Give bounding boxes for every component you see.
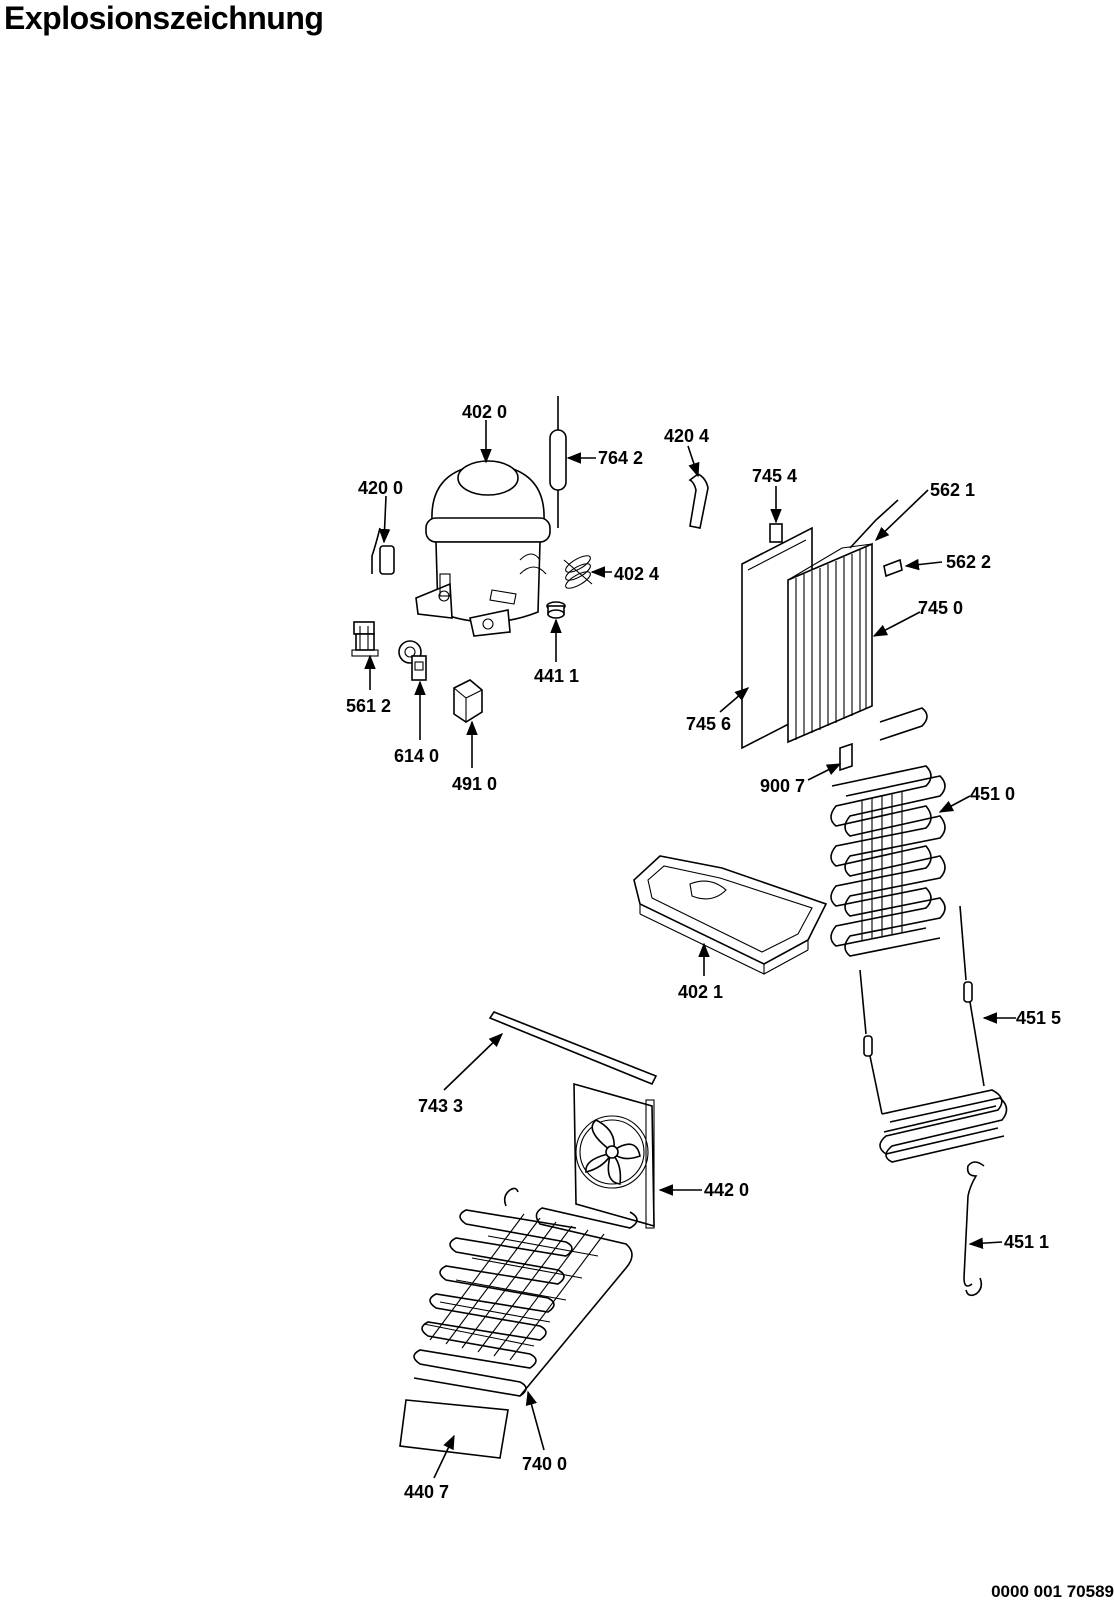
dryer-filter-drawing bbox=[549, 396, 567, 528]
overload-protector-drawing bbox=[398, 640, 427, 681]
condenser-drawing bbox=[413, 1187, 638, 1397]
part-label-745-0: 745 0 bbox=[918, 598, 963, 618]
part-label-442-0: 442 0 bbox=[704, 1180, 749, 1200]
heater-element-drawing bbox=[859, 905, 1008, 1163]
leader-lines bbox=[364, 420, 1016, 1479]
heater-bracket-drawing bbox=[963, 1161, 985, 1297]
part-label-743-3: 743 3 bbox=[418, 1096, 463, 1116]
part-label-614-0: 614 0 bbox=[394, 746, 439, 766]
part-label-402-1: 402 1 bbox=[678, 982, 723, 1002]
compressor-drawing bbox=[415, 460, 551, 637]
terminal-cover-drawing bbox=[453, 679, 483, 723]
part-label-420-0: 420 0 bbox=[358, 478, 403, 498]
hose-drawing bbox=[688, 473, 709, 529]
heater-coil-drawing bbox=[830, 707, 946, 957]
evaporator-drawing bbox=[741, 499, 903, 772]
part-labels: 402 0 420 0 764 2 420 4 402 4 441 1 561 … bbox=[346, 402, 1061, 1502]
part-label-745-6: 745 6 bbox=[686, 714, 731, 734]
part-label-451-0: 451 0 bbox=[970, 784, 1015, 804]
part-label-440-7: 440 7 bbox=[404, 1482, 449, 1502]
part-label-562-1: 562 1 bbox=[930, 480, 975, 500]
relay-starter-drawing bbox=[351, 621, 379, 657]
part-label-402-4: 402 4 bbox=[614, 564, 659, 584]
part-label-420-4: 420 4 bbox=[664, 426, 709, 446]
part-label-451-1: 451 1 bbox=[1004, 1232, 1049, 1252]
part-label-491-0: 491 0 bbox=[452, 774, 497, 794]
part-label-451-5: 451 5 bbox=[1016, 1008, 1061, 1028]
grommet-drawing bbox=[546, 601, 566, 619]
capacitor-drawing bbox=[371, 527, 395, 575]
mounting-clip-drawing bbox=[563, 555, 593, 589]
part-label-402-0: 402 0 bbox=[462, 402, 507, 422]
condenser-fan-drawing bbox=[573, 1082, 655, 1229]
part-label-764-2: 764 2 bbox=[598, 448, 643, 468]
page-title: Explosionszeichnung bbox=[4, 0, 324, 36]
document-number: 0000 001 70589 bbox=[991, 1582, 1114, 1601]
part-label-561-2: 561 2 bbox=[346, 696, 391, 716]
seal-strip-drawing bbox=[488, 1011, 658, 1086]
part-label-740-0: 740 0 bbox=[522, 1454, 567, 1474]
insulation-pad-drawing bbox=[399, 1399, 509, 1459]
part-label-562-2: 562 2 bbox=[946, 552, 991, 572]
part-label-745-4: 745 4 bbox=[752, 466, 797, 486]
drip-tray-drawing bbox=[633, 855, 828, 975]
part-label-900-7: 900 7 bbox=[760, 776, 805, 796]
part-label-441-1: 441 1 bbox=[534, 666, 579, 686]
